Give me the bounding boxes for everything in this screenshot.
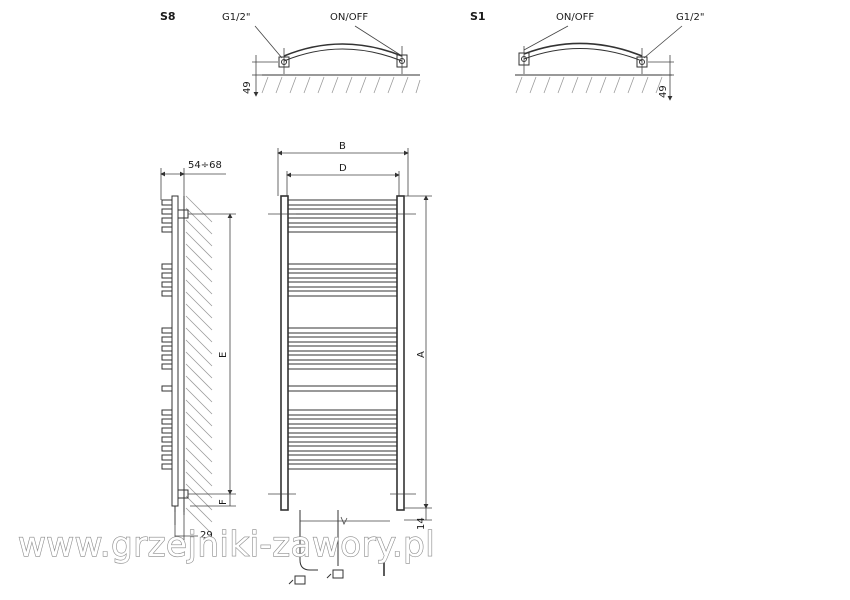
s8-connection-leader — [254, 25, 283, 59]
s8-height-value: 49 — [242, 81, 253, 94]
side-top-bracket — [177, 209, 189, 219]
s1-connection-leader — [643, 25, 683, 59]
watermark: www.grzejniki-zawory.pl — [18, 525, 435, 565]
front-rail — [287, 345, 398, 352]
front-radiator-bars — [287, 199, 398, 470]
side-view: 54÷68 E F 29 — [160, 160, 236, 541]
side-radiator-collector — [171, 195, 179, 507]
side-rail-end — [161, 226, 173, 233]
s1-arched-rail — [523, 42, 643, 57]
front-rail — [287, 199, 398, 206]
side-rail-end — [161, 354, 173, 361]
break-symbol-icon — [340, 516, 348, 525]
side-rail-end — [161, 199, 173, 206]
side-wall-hatching — [185, 195, 213, 535]
s1-floor-hatching — [515, 76, 663, 94]
front-rail — [287, 445, 398, 452]
side-radiator-bars — [161, 199, 173, 470]
side-dim-f: F — [218, 499, 229, 505]
front-rail — [287, 454, 398, 461]
side-rail-end — [161, 263, 173, 270]
front-dim-d: D — [339, 163, 347, 174]
s8-arched-rail — [283, 43, 403, 57]
front-rail — [287, 436, 398, 443]
s8-switch-label: ON/OFF — [330, 12, 368, 23]
front-left-collector — [280, 195, 289, 511]
s1-height-value: 49 — [658, 85, 669, 98]
s1-switch-leader — [523, 25, 569, 51]
front-rail — [287, 336, 398, 343]
side-rail-end — [161, 463, 173, 470]
front-rail — [287, 385, 398, 392]
front-dim-bottom: 14 — [416, 517, 427, 530]
front-right-collector — [396, 195, 405, 511]
variant-s1-code: S1 — [470, 10, 486, 23]
detail-s1: S1 ON/OFF G1/2" 49 — [470, 10, 704, 101]
side-depth-label: 54÷68 — [188, 160, 222, 171]
side-rail-end — [161, 327, 173, 334]
s8-floor-hatching — [261, 76, 421, 94]
front-rail — [287, 272, 398, 279]
side-rail-end — [161, 363, 173, 370]
side-dim-bottom: 29 — [200, 530, 213, 541]
front-rail — [287, 363, 398, 370]
side-rail-end — [161, 208, 173, 215]
front-rail — [287, 327, 398, 334]
side-rail-end — [161, 290, 173, 297]
front-dim-b: B — [339, 141, 346, 152]
side-rail-end — [161, 418, 173, 425]
s8-switch-leader — [354, 25, 403, 57]
front-rail — [287, 463, 398, 470]
front-rail — [287, 226, 398, 233]
side-rail-end — [161, 281, 173, 288]
s1-switch-label: ON/OFF — [556, 12, 594, 23]
side-rail-end — [161, 454, 173, 461]
side-rail-end — [161, 445, 173, 452]
side-rail-end — [161, 345, 173, 352]
front-dim-a: A — [416, 351, 427, 358]
front-rail — [287, 281, 398, 288]
front-view: B D A 14 — [268, 141, 432, 585]
side-rail-end — [161, 436, 173, 443]
front-rail — [287, 217, 398, 224]
front-rail — [287, 263, 398, 270]
s8-connection-label: G1/2" — [222, 12, 250, 23]
side-rail-end — [161, 336, 173, 343]
side-rail-end — [161, 385, 173, 392]
front-rail — [287, 427, 398, 434]
side-rail-end — [161, 217, 173, 224]
side-dim-e: E — [218, 352, 229, 358]
side-rail-end — [161, 409, 173, 416]
detail-s8: S8 G1/2" ON/OFF — [160, 10, 421, 97]
side-rail-end — [161, 272, 173, 279]
front-rail — [287, 418, 398, 425]
side-rail-end — [161, 427, 173, 434]
front-rail — [287, 354, 398, 361]
front-rail — [287, 290, 398, 297]
front-rail — [287, 409, 398, 416]
s1-connection-label: G1/2" — [676, 12, 704, 23]
front-rail — [287, 208, 398, 215]
heating-element-plug-icon — [288, 510, 385, 585]
variant-s8-code: S8 — [160, 10, 176, 23]
